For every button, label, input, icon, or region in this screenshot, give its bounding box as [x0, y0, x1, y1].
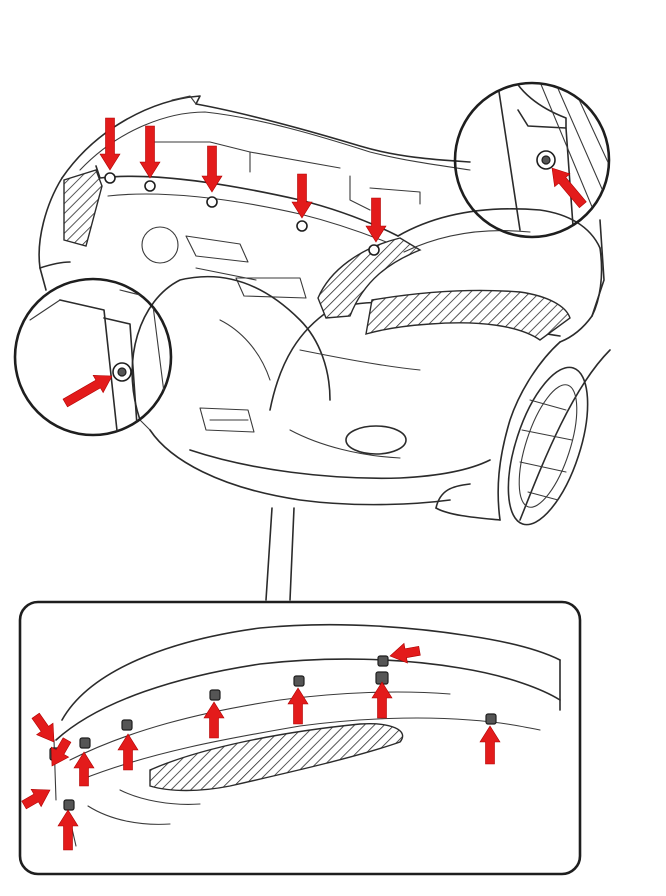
detail-inset-right	[453, 81, 611, 317]
clip-fastener-icon	[206, 196, 218, 208]
red-arrow-icon	[479, 725, 501, 765]
clip-fastener-icon	[296, 220, 308, 232]
red-arrow-icon	[117, 733, 139, 771]
clip-fastener-icon	[144, 180, 156, 192]
red-arrow-icon	[31, 712, 55, 743]
red-arrow-icon	[389, 642, 421, 664]
arrow-layer	[21, 117, 587, 851]
front-bumper-top-view	[38, 95, 611, 601]
detail-inset-left	[13, 267, 173, 437]
red-arrow-icon	[99, 117, 121, 171]
red-arrow-icon	[57, 809, 79, 851]
red-arrow-icon	[551, 167, 587, 209]
clip-fastener-icon	[63, 799, 75, 811]
red-arrow-icon	[203, 701, 225, 739]
red-arrow-icon	[371, 681, 393, 719]
clip-fastener-icon	[293, 675, 305, 687]
clip-fastener-icon	[121, 719, 133, 731]
clip-fastener-icon	[104, 172, 116, 184]
red-arrow-icon	[51, 737, 72, 767]
clip-fastener-icon	[79, 737, 91, 749]
red-arrow-icon	[62, 375, 113, 408]
red-arrow-icon	[73, 751, 95, 787]
red-arrow-icon	[21, 789, 51, 810]
red-arrow-icon	[365, 197, 387, 243]
clip-fastener-icon	[485, 713, 497, 725]
red-arrow-icon	[287, 687, 309, 725]
clip-fastener-icon	[377, 655, 389, 667]
red-arrow-icon	[139, 125, 161, 179]
clip-fastener-icon	[209, 689, 221, 701]
clip-fastener-icon	[368, 244, 380, 256]
red-arrow-icon	[291, 173, 313, 219]
red-arrow-icon	[201, 145, 223, 193]
